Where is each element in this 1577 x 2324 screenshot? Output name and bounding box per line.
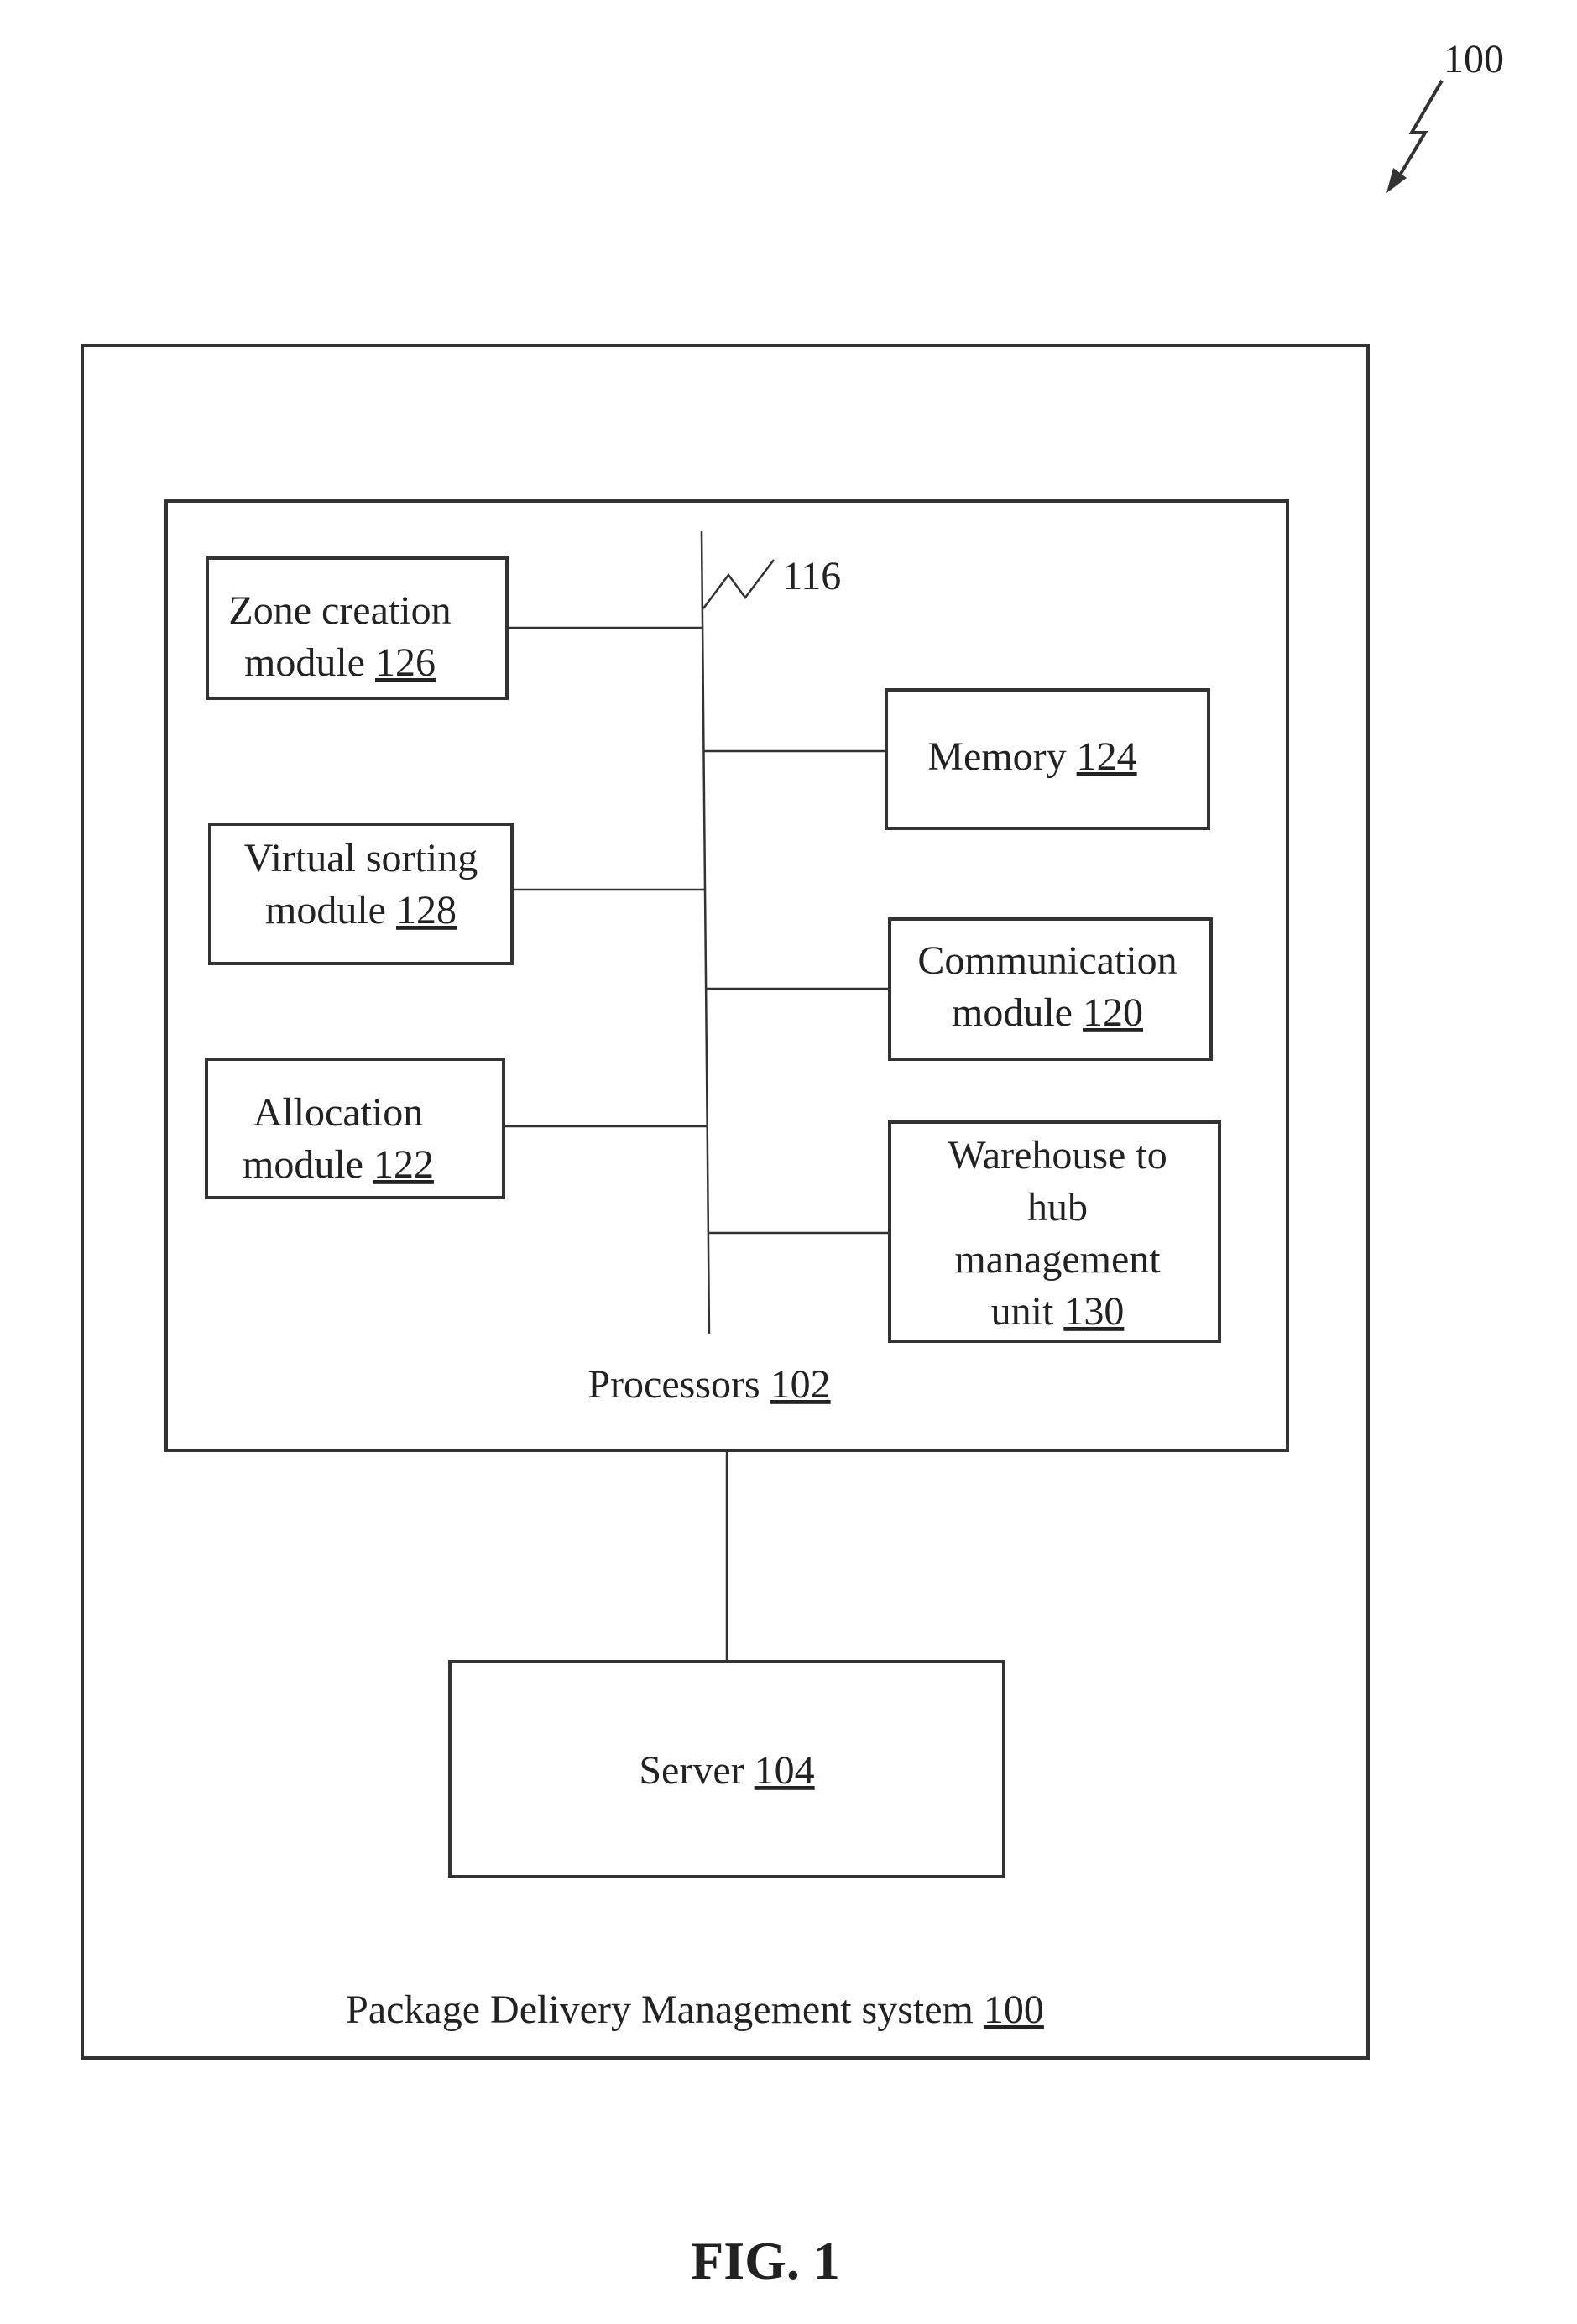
figure-ref-arrowhead-icon: [1386, 168, 1407, 193]
warehouse-label-line3: management: [954, 1237, 1161, 1282]
zone-creation-label-line1: Zone creation: [228, 588, 451, 633]
server-label: Server 104: [639, 1748, 814, 1793]
zone-creation-label-line2: module 126: [244, 640, 436, 685]
figure-ref-number: 100: [1444, 37, 1504, 81]
processors-label: Processors 102: [587, 1362, 830, 1407]
allocation-label-line1: Allocation: [253, 1090, 424, 1135]
memory-label: Memory 124: [927, 734, 1136, 779]
allocation-module-box: [205, 1058, 505, 1199]
allocation-label-line2: module 122: [243, 1142, 434, 1187]
figure-ref-arrow-icon: [1392, 79, 1444, 188]
virtual-sorting-module-box: [208, 823, 514, 965]
warehouse-label-line4: unit 130: [991, 1289, 1125, 1334]
communication-label-line2: module 120: [952, 990, 1143, 1035]
server-box: [448, 1660, 1005, 1878]
memory-box: [885, 688, 1210, 830]
system-box: [81, 344, 1370, 2060]
communication-label-line1: Communication: [917, 938, 1177, 983]
virtual-sorting-label-line1: Virtual sorting: [244, 836, 478, 880]
warehouse-hub-unit-box: [888, 1120, 1221, 1343]
bus-ref-number: 116: [782, 554, 841, 598]
warehouse-label-line1: Warehouse to: [948, 1133, 1167, 1178]
bus-line: [700, 530, 711, 1335]
virtual-sorting-label-line2: module 128: [265, 888, 457, 932]
warehouse-label-line2: hub: [1027, 1185, 1088, 1230]
bus-ref-leader-icon: [702, 559, 775, 609]
system-label: Package Delivery Management system 100: [346, 1987, 1044, 2032]
figure-caption: FIG. 1: [691, 2231, 840, 2290]
